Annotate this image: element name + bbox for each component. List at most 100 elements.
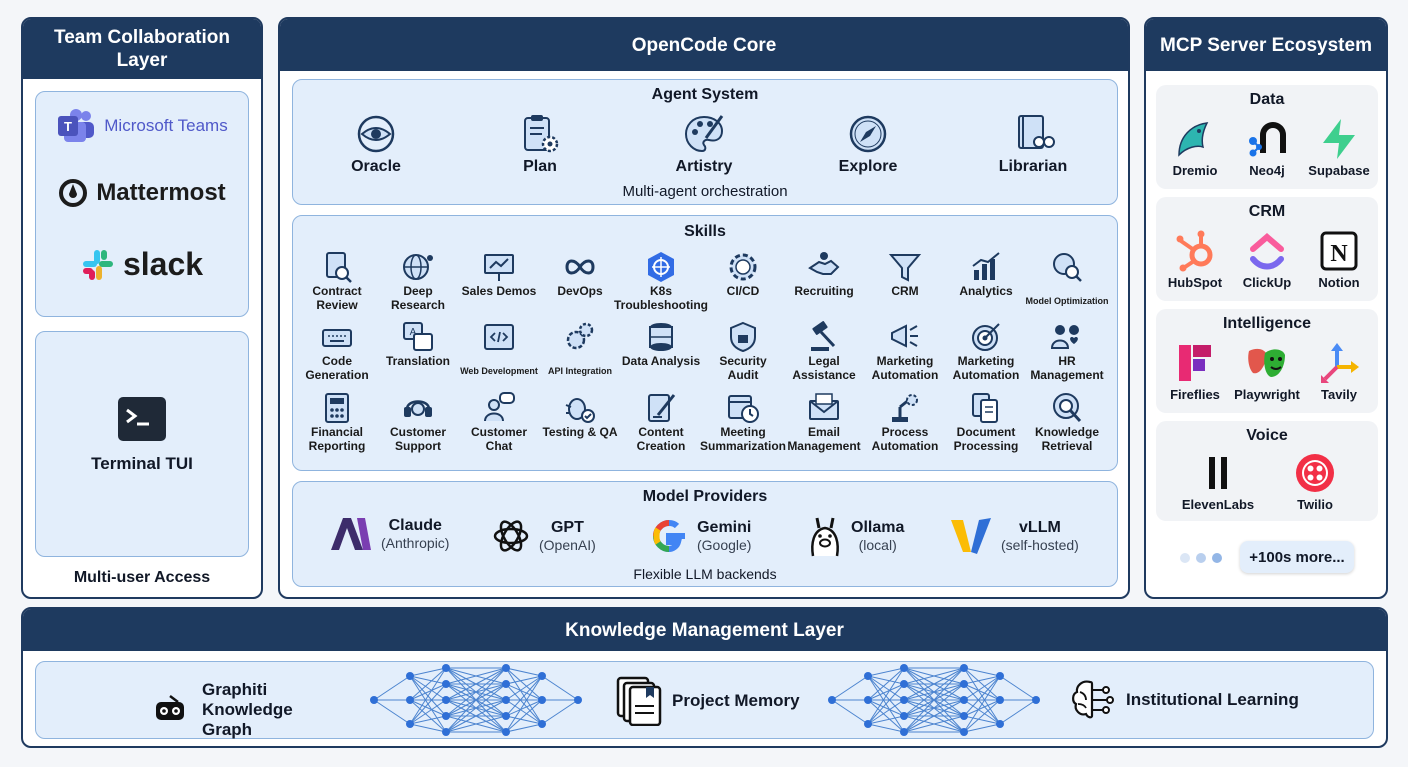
calculator-icon: [325, 393, 349, 423]
pen-document-icon: [648, 394, 676, 422]
provider-ollama-sub: (local): [858, 537, 897, 553]
mcp-twilio[interactable]: Twilio: [1280, 451, 1350, 512]
skill-label: Security Audit: [719, 354, 767, 382]
network-node: [960, 696, 968, 704]
openai-icon: [493, 520, 529, 552]
skill-item[interactable]: CRM: [865, 250, 945, 298]
mcp-elevenlabs[interactable]: ElevenLabs: [1176, 451, 1260, 512]
provider-claude[interactable]: Claude (Anthropic): [329, 516, 449, 552]
knowledge-institutional-learning-label: Institutional Learning: [1126, 690, 1299, 709]
agent-explore[interactable]: Explore: [813, 112, 923, 176]
skill-item[interactable]: Security Audit: [703, 320, 783, 382]
provider-vllm[interactable]: vLLM (self-hosted): [949, 516, 1079, 556]
skill-item[interactable]: Data Analysis: [621, 320, 701, 368]
brain-magnifier-icon: [1053, 393, 1082, 423]
skill-label: Contract Review: [312, 284, 362, 312]
network-node: [442, 696, 450, 704]
skill-item[interactable]: Marketing Automation: [865, 320, 945, 382]
mcp-playwright[interactable]: Playwright: [1232, 341, 1302, 402]
network-edge: [409, 667, 447, 701]
skill-item[interactable]: Marketing Automation: [946, 320, 1026, 382]
more-servers-button[interactable]: +100s more...: [1240, 541, 1354, 573]
skill-item[interactable]: Model Optimization: [1026, 250, 1109, 308]
notion-icon: N: [1320, 231, 1358, 271]
mattermost-logo[interactable]: Mattermost: [36, 178, 248, 208]
skill-item[interactable]: CI/CD: [703, 250, 783, 298]
network-edge: [963, 715, 1001, 725]
dremio-icon: [1178, 122, 1209, 157]
provider-gemini-name: Gemini: [697, 519, 752, 536]
network-edge: [867, 699, 905, 733]
mcp-supabase-label: Supabase: [1308, 163, 1370, 178]
terminal-box[interactable]: Terminal TUI: [35, 331, 249, 557]
skill-item[interactable]: Customer Support: [378, 391, 458, 453]
mcp-dremio[interactable]: Dremio: [1160, 117, 1230, 178]
mcp-tavily[interactable]: Tavily: [1304, 341, 1374, 402]
skill-item[interactable]: Recruiting: [784, 250, 864, 298]
skill-item[interactable]: Customer Chat: [459, 391, 539, 453]
network-node: [900, 712, 908, 720]
network-node: [996, 720, 1004, 728]
gavel-icon: [811, 321, 836, 351]
skill-item[interactable]: Email Management: [784, 391, 864, 453]
skill-item[interactable]: Financial Reporting: [297, 391, 377, 453]
network-edge: [505, 667, 543, 677]
mcp-twilio-label: Twilio: [1297, 497, 1333, 512]
provider-gemini[interactable]: Gemini (Google): [649, 516, 751, 556]
skill-item[interactable]: API Integration: [540, 320, 620, 378]
network-edge: [867, 699, 905, 717]
skill-item[interactable]: K8s Troubleshooting: [614, 250, 708, 312]
network-edge: [963, 675, 1001, 701]
provider-ollama[interactable]: Ollama (local): [807, 514, 904, 558]
skill-item[interactable]: HR Management: [1027, 320, 1107, 382]
mcp-clickup[interactable]: ClickUp: [1232, 229, 1302, 290]
mcp-notion[interactable]: N Notion: [1304, 229, 1374, 290]
network-node: [406, 696, 414, 704]
fireflies-icon: [1179, 345, 1211, 381]
mcp-hubspot[interactable]: HubSpot: [1160, 229, 1230, 290]
knowledge-project-memory[interactable]: Project Memory: [616, 676, 800, 726]
skill-item[interactable]: Knowledge Retrieval: [1027, 391, 1107, 453]
dot-icon: [1196, 553, 1206, 563]
skill-item[interactable]: Process Automation: [865, 391, 945, 453]
mcp-ecosystem-title: MCP Server Ecosystem: [1146, 19, 1386, 71]
provider-gpt-name: GPT: [550, 519, 584, 536]
target-icon: [972, 323, 1000, 351]
agent-librarian[interactable]: Librarian: [978, 112, 1088, 176]
network-node: [406, 672, 414, 680]
skill-item[interactable]: Analytics: [946, 250, 1026, 298]
skill-item[interactable]: Sales Demos: [459, 250, 539, 298]
network-node: [502, 696, 510, 704]
database-icon: [649, 323, 673, 351]
mcp-supabase[interactable]: Supabase: [1304, 117, 1374, 178]
knowledge-graphiti[interactable]: Graphiti Knowledge Graph: [152, 680, 342, 740]
skill-item[interactable]: Testing & QA: [540, 391, 620, 439]
opencode-core-panel: OpenCode Core Agent System Oracle Plan: [278, 17, 1130, 599]
skill-item[interactable]: DevOps: [540, 250, 620, 298]
agent-oracle[interactable]: Oracle: [321, 112, 431, 176]
provider-gpt[interactable]: GPT (OpenAI): [491, 516, 596, 556]
network-edge: [541, 675, 579, 701]
network-node: [538, 672, 546, 680]
agent-artistry[interactable]: Artistry: [649, 112, 759, 176]
microsoft-teams-logo[interactable]: T Microsoft Teams: [36, 108, 248, 144]
skill-item[interactable]: Legal Assistance: [784, 320, 864, 382]
mcp-neo4j[interactable]: Neo4j: [1232, 117, 1302, 178]
skill-label: Deep Research: [390, 284, 446, 312]
skill-item[interactable]: Code Generation: [297, 320, 377, 382]
network-node: [370, 696, 378, 704]
skill-item[interactable]: Content Creation: [621, 391, 701, 453]
agent-system-title: Agent System: [651, 86, 759, 103]
skill-item[interactable]: Document Processing: [946, 391, 1026, 453]
skill-item[interactable]: Contract Review: [297, 250, 377, 312]
knowledge-institutional-learning[interactable]: Institutional Learning: [1068, 676, 1299, 724]
mcp-fireflies[interactable]: Fireflies: [1160, 341, 1230, 402]
slack-logo[interactable]: slack: [36, 246, 248, 283]
skill-item[interactable]: Deep Research: [378, 250, 458, 312]
agent-plan[interactable]: Plan: [485, 112, 595, 176]
skill-item[interactable]: Web Development: [459, 320, 539, 378]
skill-item[interactable]: Meeting Summarization: [700, 391, 786, 453]
agent-artistry-label: Artistry: [675, 158, 733, 175]
